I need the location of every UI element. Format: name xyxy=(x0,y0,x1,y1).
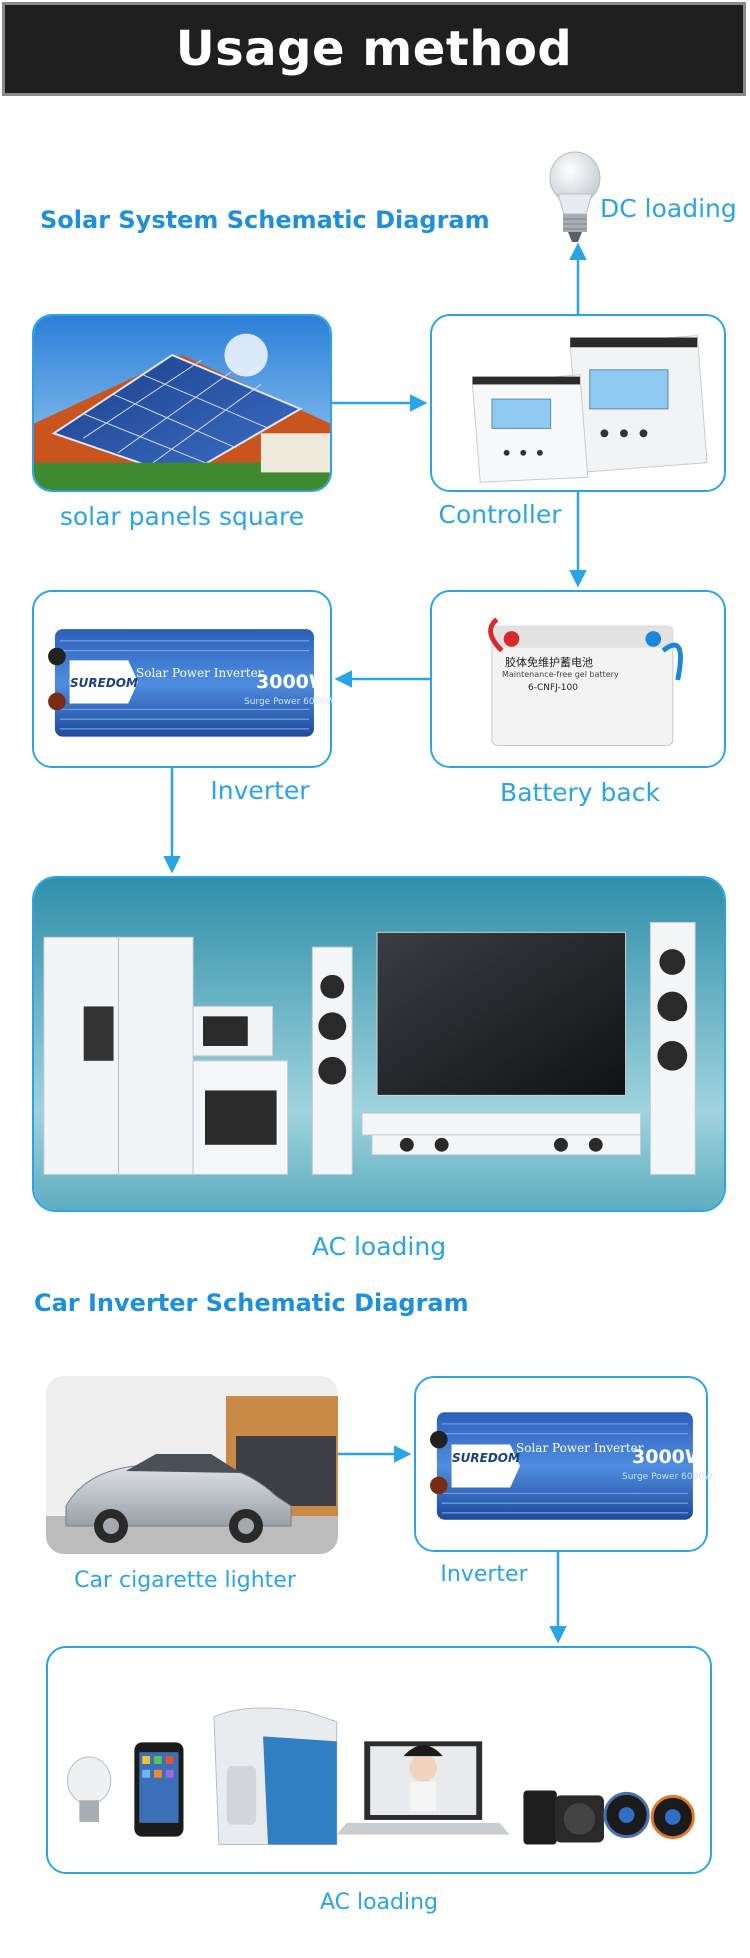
car-section-title: Car Inverter Schematic Diagram xyxy=(34,1289,469,1317)
dc-loading-label: DC loading xyxy=(600,194,737,223)
car-ac-devices-image xyxy=(46,1646,712,1874)
light-bulb-icon xyxy=(548,150,602,246)
battery-image xyxy=(430,590,726,768)
page-title: Usage method xyxy=(175,21,573,77)
inverter-surge-text: Surge Power 6000W xyxy=(244,697,335,707)
car-inverter-wattage-text: 3000W xyxy=(632,1446,706,1468)
battery-model-label: 6-CNFJ-100 xyxy=(528,683,578,693)
battery-label: Battery back xyxy=(500,778,660,807)
car-inverter-product-text: Solar Power Inverter xyxy=(516,1441,644,1455)
inverter-wattage-text: 3000W xyxy=(256,671,330,693)
controller-image xyxy=(430,314,726,492)
car-inverter-surge-text: Surge Power 6000W xyxy=(622,1472,713,1482)
car-inverter-image xyxy=(414,1376,708,1552)
inverter-product-text: Solar Power Inverter xyxy=(136,666,264,680)
inverter-label: Inverter xyxy=(210,776,310,805)
battery-cn-label: 胶体免维护蓄电池 xyxy=(505,656,593,669)
solar-panels-label: solar panels square xyxy=(59,502,305,531)
inverter-image xyxy=(32,590,332,768)
ac-appliances-image xyxy=(32,876,726,1212)
car-lighter-label: Car cigarette lighter xyxy=(74,1568,296,1593)
car-inverter-brand-text: SUREDOM xyxy=(452,1451,520,1465)
inverter-brand-text: SUREDOM xyxy=(70,676,138,690)
car-inverter-label: Inverter xyxy=(440,1562,528,1587)
header-banner: Usage method xyxy=(2,2,746,96)
car-ac-loading-label: AC loading xyxy=(319,1890,439,1915)
ac-loading-label: AC loading xyxy=(311,1232,447,1261)
car-image xyxy=(46,1376,338,1554)
battery-en-label: Maintenance-free gel battery xyxy=(502,670,619,679)
solar-panel-image xyxy=(32,314,332,492)
solar-section-title: Solar System Schematic Diagram xyxy=(40,206,490,234)
controller-label: Controller xyxy=(438,500,562,529)
